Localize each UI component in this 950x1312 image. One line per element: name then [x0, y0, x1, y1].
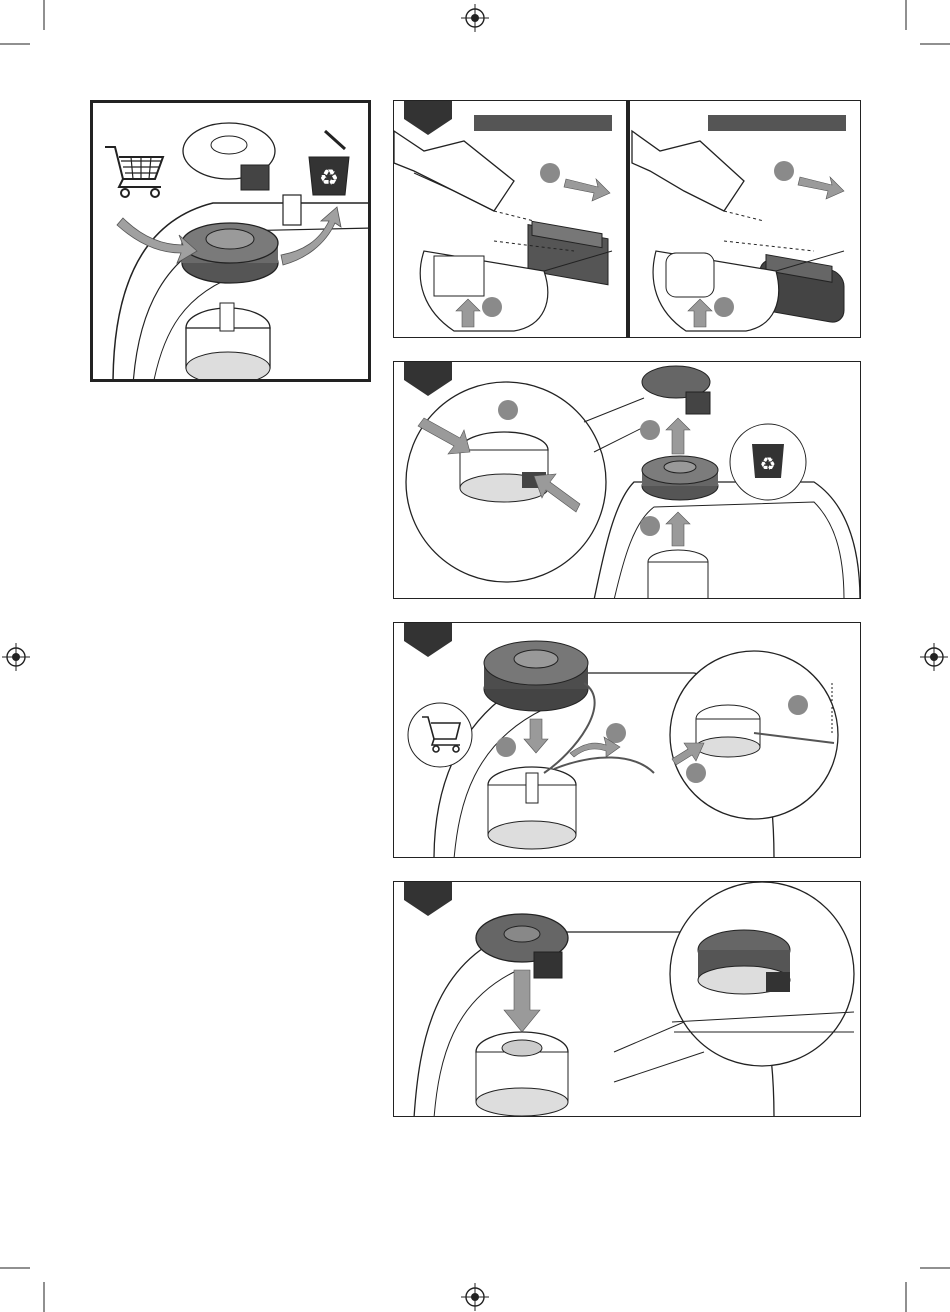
remove-battery-step — [393, 100, 861, 338]
registration-crosshair-icon — [461, 1283, 489, 1311]
svg-text:♻: ♻ — [319, 166, 339, 191]
shopping-cart-icon — [105, 147, 163, 197]
refit-spool-cap-step — [393, 881, 861, 1117]
recycle-bin-icon: ♻ — [309, 131, 349, 195]
registration-crosshair-icon — [461, 4, 489, 32]
insert-new-spool-step — [393, 622, 861, 858]
spool-replacement-overview: ♻ — [90, 100, 371, 382]
recycle-bin-icon: ♻ — [752, 444, 784, 478]
battery-type-b — [632, 115, 846, 331]
battery-type-a — [394, 115, 612, 331]
svg-text:♻: ♻ — [760, 454, 776, 475]
registration-crosshair-icon — [2, 643, 30, 671]
remove-spool-cap-step: ♻ — [393, 361, 861, 599]
registration-crosshair-icon — [920, 643, 948, 671]
